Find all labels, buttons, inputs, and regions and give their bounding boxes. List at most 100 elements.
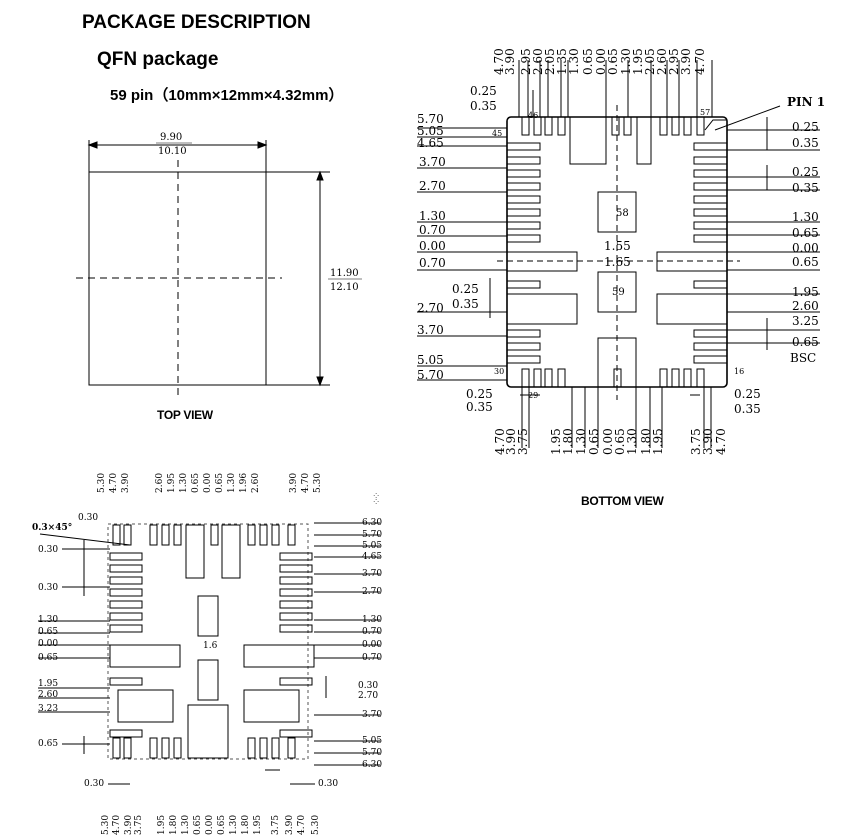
lp-top-dim-2: 3.90 [121,473,131,493]
bv-left-dim-0: 5.70 [417,112,444,126]
exposed-pad-58 [597,191,637,233]
lp-top-dim-14: 5.30 [313,473,323,493]
lp-top-dim-3: 2.60 [155,473,165,493]
lp-bottom-dim-12: 1.95 [253,815,263,835]
pin-46-label: 46 [528,111,538,120]
lp-left-dim-3: 1.30 [38,615,58,625]
lp-left-dim-9: 3.23 [38,704,58,714]
bv-top-pitch-1: 0.35 [470,99,497,113]
lp-right-dim-13: 5.05 [362,736,382,746]
bottom-view-drawing [417,60,820,448]
bv-top-dim-14: 2.95 [667,48,681,75]
lp-top-dim-10: 1.96 [239,473,249,493]
page-title: PACKAGE DESCRIPTION [82,12,311,33]
bv-right-dim-0: 0.25 [792,120,819,134]
bv-left-dim-7: 0.00 [419,239,446,253]
bv-bottom-dim-6: 0.65 [587,428,601,455]
width-max: 10.10 [158,146,187,157]
lp-right-dim-5: 2.70 [362,587,382,597]
lp-top-dim-8: 0.65 [215,473,225,493]
bottom-view-caption: BOTTOM VIEW [581,494,664,508]
lp-right-dim-1: 5.70 [362,530,382,540]
bv-bottom-dim-8: 0.65 [613,428,627,455]
lp-left-dim-2: 0.30 [38,583,58,593]
bv-bottom-dim-3: 1.95 [549,428,563,455]
bv-top-dim-13: 2.60 [655,48,669,75]
bv-left-dim-5: 1.30 [419,209,446,223]
lp-right-dim-12: 3.70 [362,710,382,720]
bv-left-pitch-1: 0.35 [452,297,479,311]
bv-top-pitch-0: 0.25 [470,84,497,98]
lp-right-dim-8: 0.00 [362,640,382,650]
bv-left-dim-10: 3.70 [417,323,444,337]
lp-right-dim-11: 2.70 [358,691,378,701]
land-center-dim: 1.6 [203,641,218,651]
bv-left-dim-11: 5.05 [417,353,444,367]
lp-bottom-dim-4: 1.95 [157,815,167,835]
bv-top-dim-6: 1.30 [567,48,581,75]
bv-bottom-dim-9: 1.30 [625,428,639,455]
bv-bottom-dim-12: 3.75 [689,428,703,455]
lp-right-dim-10: 0.30 [358,681,378,691]
pin-info: 59 pin（10mm×12mm×4.32mm） [110,87,344,104]
lp-bottom-dim-5: 1.80 [169,815,179,835]
bv-bottom-pitch-0: 0.25 [466,387,493,401]
bv-left-dim-3: 3.70 [419,155,446,169]
lp-right-dim-3: 4.65 [362,552,382,562]
lp-right-dim-16: 0.30 [318,779,338,789]
bv-left-dim-6: 0.70 [419,223,446,237]
lp-top-dim-6: 0.65 [191,473,201,493]
bv-bottom-dim-7: 0.00 [601,428,615,455]
lp-right-dim-4: 3.70 [362,569,382,579]
bv-right-dim-1: 0.35 [792,136,819,150]
bv-left-dim-2: 4.65 [417,136,444,150]
top-view-drawing [76,140,330,396]
bv-top-dim-5: 1.35 [555,48,569,75]
bv-top-dim-8: 0.00 [594,48,608,75]
pad-59-label: 59 [612,287,625,298]
top-view-caption: TOP VIEW [157,408,213,422]
lp-left-dim-10: 0.65 [38,739,58,749]
lp-top-dim-11: 2.60 [251,473,261,493]
bv-right-dim-6: 0.00 [792,241,819,255]
lp-bottom-dim-0: 5.30 [101,815,111,835]
lp-bottom-dim-8: 0.00 [205,815,215,835]
pin-29-label: 29 [528,391,538,400]
bv-right-bottom-pitch-0: 0.25 [734,387,761,401]
bv-bottom-dim-13: 3.90 [701,428,715,455]
chamfer-label: 0.3×45° [32,523,72,533]
bv-right-dim-4: 1.30 [792,210,819,224]
bv-bottom-dim-2: 3.75 [516,428,530,455]
lp-bottom-dim-2: 3.90 [124,815,134,835]
land-center-pad-2 [197,659,219,701]
bv-right-dim-3: 0.35 [792,181,819,195]
lp-left-dim-8: 2.60 [38,690,58,700]
lp-bottom-dim-15: 4.70 [297,815,307,835]
bv-top-dim-10: 1.30 [619,48,633,75]
bv-bottom-dim-14: 4.70 [714,428,728,455]
bv-right-dim-7: 0.65 [792,255,819,269]
center-dim-1: 1.55 [604,239,631,253]
pin-45-label: 45 [492,129,502,138]
bv-bottom-pitch-1: 0.35 [466,400,493,414]
bv-bottom-dim-5: 1.30 [574,428,588,455]
lp-right-dim-9: 0.70 [362,653,382,663]
bv-right-dim-12: BSC [790,351,816,365]
lp-top-dim-13: 4.70 [301,473,311,493]
lp-bottom-dim-11: 1.80 [241,815,251,835]
lp-top-dim-9: 1.30 [227,473,237,493]
bv-bottom-dim-10: 1.80 [639,428,653,455]
bv-top-dim-11: 1.95 [631,48,645,75]
bv-left-dim-1: 5.05 [417,124,444,138]
lp-top-dim-4: 1.95 [167,473,177,493]
bv-right-dim-11: 0.65 [792,335,819,349]
bv-top-dim-3: 2.60 [531,48,545,75]
bv-right-dim-9: 2.60 [792,299,819,313]
lp-right-dim-7: 0.70 [362,627,382,637]
lp-top-dim-5: 1.30 [179,473,189,493]
bv-top-dim-4: 2.05 [543,48,557,75]
lp-bottom-dim-7: 0.65 [193,815,203,835]
height-min: 11.90 [330,268,359,279]
lp-top-dim-1: 4.70 [109,473,119,493]
